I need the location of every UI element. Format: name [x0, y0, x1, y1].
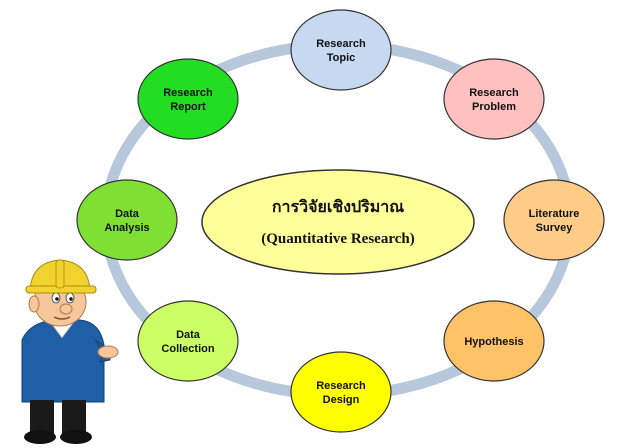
- cycle-node-label: Collection: [161, 343, 214, 355]
- cycle-node-label: Research: [469, 87, 519, 99]
- cycle-node-ellipse: [290, 351, 392, 433]
- cycle-node-ellipse: [137, 58, 239, 140]
- cycle-node-label: Survey: [536, 222, 574, 234]
- worker-helmet-ridge: [55, 259, 65, 289]
- worker-shirt: [21, 319, 105, 403]
- worker-mouth: [53, 316, 71, 320]
- worker-pupil-right: [69, 297, 73, 301]
- worker-pupil-left: [55, 297, 59, 301]
- cycle-node-ellipse: [290, 9, 392, 91]
- cycle-node-ellipse: [443, 58, 545, 140]
- cycle-node-hypothesis: Hypothesis: [443, 300, 545, 382]
- cycle-node-label: Data: [115, 208, 140, 220]
- center-node: การวิจัยเชิงปริมาณ (Quantitative Researc…: [201, 169, 475, 275]
- cycle-node-label: Research: [316, 38, 366, 50]
- center-title-english: (Quantitative Research): [261, 231, 414, 247]
- cycle-node-label: Design: [323, 394, 360, 406]
- cycle-node-label: Research: [316, 380, 366, 392]
- worker-left-shoe: [24, 430, 56, 444]
- worker-hand: [97, 345, 119, 359]
- cycle-node-label: Problem: [472, 101, 516, 113]
- cycle-node-label: Topic: [327, 52, 356, 64]
- worker-character-icon: [21, 259, 119, 444]
- cycle-node-label: Analysis: [104, 222, 149, 234]
- cycle-node-label: Hypothesis: [464, 336, 523, 348]
- cycle-nodes: ResearchTopicResearchProblemLiteratureSu…: [76, 9, 605, 433]
- cycle-node-label: Literature: [529, 208, 580, 220]
- worker-right-leg: [62, 400, 86, 434]
- cycle-node-label: Data: [176, 329, 201, 341]
- cycle-node-label: Report: [170, 101, 206, 113]
- cycle-node-label: Research: [163, 87, 213, 99]
- center-title-thai: การวิจัยเชิงปริมาณ: [272, 198, 404, 216]
- worker-nose: [59, 303, 73, 315]
- worker-ear: [28, 295, 40, 313]
- worker-right-shoe: [60, 430, 92, 444]
- cycle-node-ellipse: [137, 300, 239, 382]
- cycle-node-ellipse: [76, 179, 178, 261]
- worker-left-leg: [30, 400, 54, 434]
- center-ellipse: [201, 169, 475, 275]
- cycle-node-ellipse: [443, 300, 545, 382]
- cycle-node-ellipse: [503, 179, 605, 261]
